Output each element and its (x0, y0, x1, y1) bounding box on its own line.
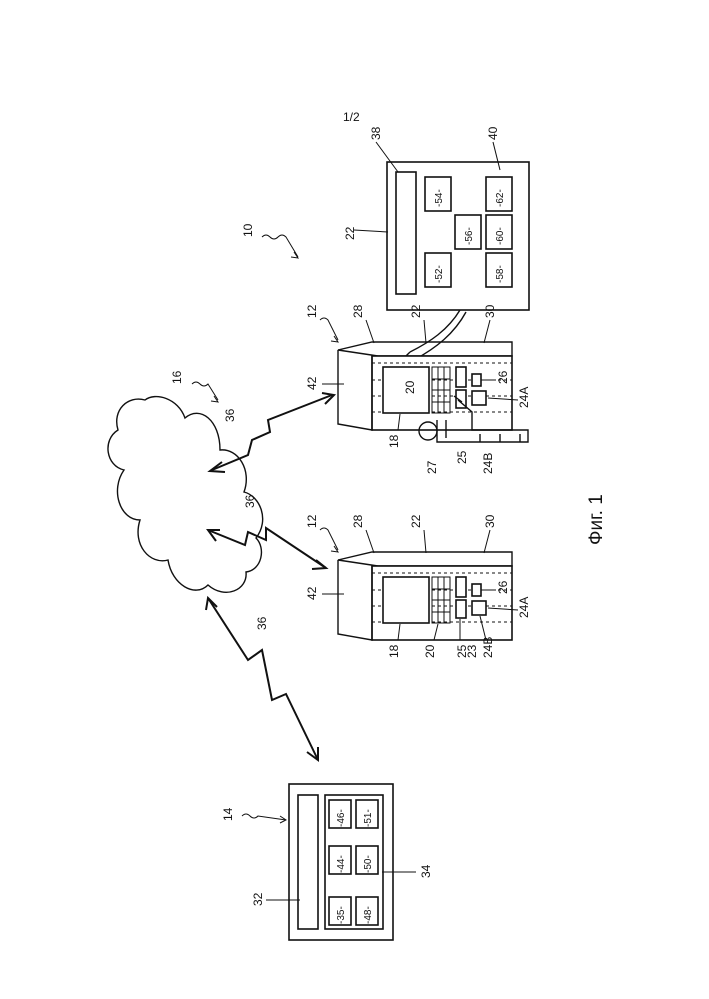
server-display-ref-label: 32 (251, 892, 265, 906)
system-reference: 10 (241, 223, 298, 258)
link-terminal-2 (212, 395, 332, 470)
server-module-label: -35- (336, 906, 347, 924)
terminal-ref-label: 12 (305, 304, 319, 318)
link-terminal-1 (208, 528, 326, 568)
terminal-receipt-box (472, 391, 486, 405)
terminal-2: 12 42 28 22 30 18 20 25 27 24B 24A 26 (305, 304, 531, 474)
terminal-dispenser-label: 26 (496, 580, 510, 594)
detail-module-label: -60- (495, 227, 506, 245)
server-module-4: -50- (356, 846, 378, 874)
terminal-user-label: 27 (425, 460, 439, 474)
detail-module-area-ref-label: 40 (486, 126, 500, 140)
detail-module-60: -60- (486, 215, 512, 249)
terminal-slot-upper-label: 30 (483, 514, 497, 528)
terminal-cabinet-label: 42 (305, 586, 319, 600)
terminal-keypad-label: 20 (423, 644, 437, 658)
system-ref-label: 10 (241, 223, 255, 237)
detail-module-56: -56- (455, 215, 481, 249)
detail-module-label: -62- (495, 189, 506, 207)
detail-bar-ref-label: 38 (369, 126, 383, 140)
server-module-label: -46- (336, 809, 347, 827)
detail-module-label: -52- (434, 265, 445, 283)
terminal-side-face (338, 560, 372, 640)
communication-links: 36 36 36 (206, 393, 334, 760)
terminal-side-face (338, 350, 372, 430)
terminal-receipt-label: 24B (481, 453, 495, 474)
server-module-2: -48- (356, 897, 378, 925)
server-module-5: -46- (329, 800, 351, 828)
terminal-interior-label: 22 (409, 514, 423, 528)
terminal-receipt-box (472, 601, 486, 615)
terminal-top-face (338, 552, 512, 566)
link-ref-label-3: 36 (255, 616, 269, 630)
terminal-tray-label: 24A (517, 387, 531, 408)
server-display-bar (298, 795, 318, 929)
terminal-top-label: 28 (351, 304, 365, 318)
terminal-card-reader (456, 600, 466, 618)
terminal-keypad-label: 20 (403, 380, 417, 394)
terminal-display-label: 18 (387, 644, 401, 658)
detail-module-label: -54- (434, 189, 445, 207)
terminal-cabinet-label: 42 (305, 376, 319, 390)
terminal-interior-label: 22 (409, 304, 423, 318)
detail-module-62: -62- (486, 177, 512, 211)
terminal-display-label: 18 (387, 434, 401, 448)
detail-bar (396, 172, 416, 294)
terminal-card-reader-label: 25 (455, 450, 469, 464)
terminal-1: 12 42 28 22 30 18 20 25 23 24B 24A 26 (305, 514, 531, 658)
network-ref-label: 16 (170, 370, 184, 384)
server-module-6: -51- (356, 800, 378, 828)
terminal-receipt-label: 24B (481, 637, 495, 658)
server-module-label: -50- (363, 855, 374, 873)
terminal-slot-upper-label: 30 (483, 304, 497, 318)
terminal-dispenser (472, 584, 481, 596)
server-module-area-ref-label: 34 (419, 864, 433, 878)
terminal-tray-label: 24A (517, 597, 531, 618)
terminal-top-label: 28 (351, 514, 365, 528)
server-module-label: -44- (336, 855, 347, 873)
cloud-shape (108, 397, 263, 593)
link-ref-label-1: 36 (223, 408, 237, 422)
server-ref-label: 14 (221, 807, 235, 821)
server: -35- -48- -44- -50- -46- -51- 14 32 34 (221, 784, 433, 940)
server-module-label: -48- (363, 906, 374, 924)
terminal-slot (456, 577, 466, 597)
terminal-cash-label: 23 (465, 644, 479, 658)
detail-module-label: -58- (495, 265, 506, 283)
terminal-dispenser-label: 26 (496, 370, 510, 384)
detail-module-54: -54- (425, 177, 451, 211)
terminal-ref-label: 12 (305, 514, 319, 528)
detail-module-58: -58- (486, 253, 512, 287)
detail-ref-label: 22 (343, 226, 357, 240)
link-ref-label-2: 36 (243, 494, 257, 508)
terminal-slot (456, 367, 466, 387)
server-module-1: -35- (329, 897, 351, 925)
detail-module-label: -56- (464, 227, 475, 245)
detail-module-52: -52- (425, 253, 451, 287)
software-detail: -52- -54- -56- -58- -60- -62- 38 40 22 (343, 126, 529, 364)
network-cloud: 16 (108, 370, 263, 592)
server-module-label: -51- (363, 809, 374, 827)
sheet-number: 1/2 (343, 110, 360, 124)
server-module-3: -44- (329, 846, 351, 874)
figure-caption: Фиг. 1 (586, 494, 607, 545)
terminal-display (383, 577, 429, 623)
terminal-dispenser (472, 374, 481, 386)
